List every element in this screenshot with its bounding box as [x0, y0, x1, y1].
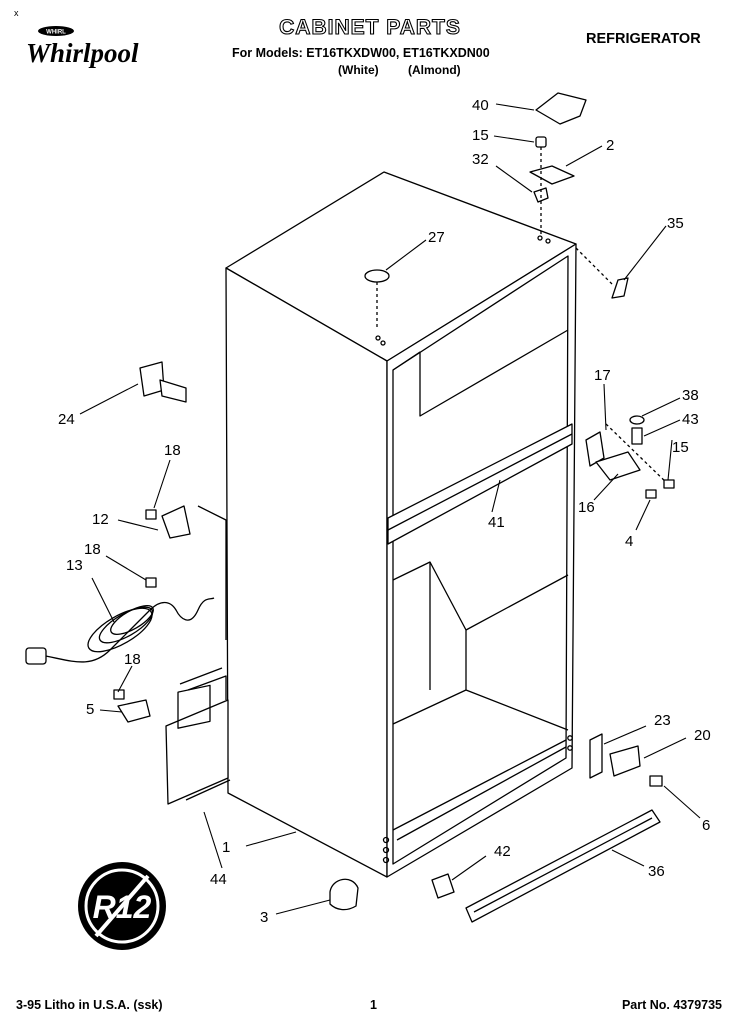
callout-15: 15 [472, 127, 489, 144]
callout-13: 13 [66, 557, 83, 574]
variant-white: (White) [338, 63, 379, 77]
callout-4: 4 [625, 533, 633, 550]
thermostat-knob [139, 361, 165, 397]
callout-42: 42 [494, 843, 511, 860]
variant-almond: (Almond) [408, 63, 461, 77]
corner-mark: x [14, 8, 19, 18]
callout-24: 24 [58, 411, 75, 428]
models-line: For Models: ET16TKXDW00, ET16TKXDN00 [232, 46, 490, 60]
power-cord [39, 597, 215, 663]
logo-wordmark: Whirlpool [26, 38, 139, 68]
callout-27: 27 [428, 229, 445, 246]
callout-32: 32 [472, 151, 489, 168]
toe-grille [465, 809, 661, 923]
callout-2: 2 [606, 137, 614, 154]
callout-35: 35 [667, 215, 684, 232]
callout-44: 44 [210, 871, 227, 888]
callout-15b: 15 [672, 439, 689, 456]
litho-note: 3-95 Litho in U.S.A. (ssk) [16, 998, 163, 1012]
whirlpool-logo: WHIRL Whirlpool [26, 26, 139, 68]
callout-38: 38 [682, 387, 699, 404]
r12-refrigerant-stamp: R12 [78, 862, 166, 950]
page-title: CABINET PARTS [279, 15, 461, 39]
logo-badge-text: WHIRL [46, 30, 66, 36]
divider-rail [387, 423, 573, 545]
product-type: REFRIGERATOR [586, 31, 701, 47]
callout-23: 23 [654, 712, 671, 729]
callout-18: 18 [164, 442, 181, 459]
callout-40: 40 [472, 97, 489, 114]
page-number: 1 [370, 998, 377, 1012]
callout-18b: 18 [84, 541, 101, 558]
leader-lines [79, 103, 701, 915]
compressor-panel [165, 699, 229, 805]
cabinet-front-opening [392, 255, 569, 865]
callout-numbers: 40 15 2 32 35 27 24 17 38 43 15 18 12 41… [58, 97, 711, 926]
stamp-text: R12 [93, 889, 152, 925]
model-variants: (White) (Almond) [338, 63, 487, 77]
callout-3: 3 [260, 909, 268, 926]
callout-6: 6 [702, 817, 710, 834]
callout-18c: 18 [124, 651, 141, 668]
callout-5: 5 [86, 701, 94, 718]
callout-1: 1 [222, 839, 230, 856]
callout-20: 20 [694, 727, 711, 744]
callout-17: 17 [594, 367, 611, 384]
callout-41: 41 [488, 514, 505, 531]
part-number: Part No. 4379735 [621, 998, 722, 1012]
callout-36: 36 [648, 863, 665, 880]
cabinet-left-side [225, 267, 388, 878]
callout-43: 43 [682, 411, 699, 428]
hinge-cover [535, 92, 587, 125]
callout-12: 12 [92, 511, 109, 528]
callout-16: 16 [578, 499, 595, 516]
